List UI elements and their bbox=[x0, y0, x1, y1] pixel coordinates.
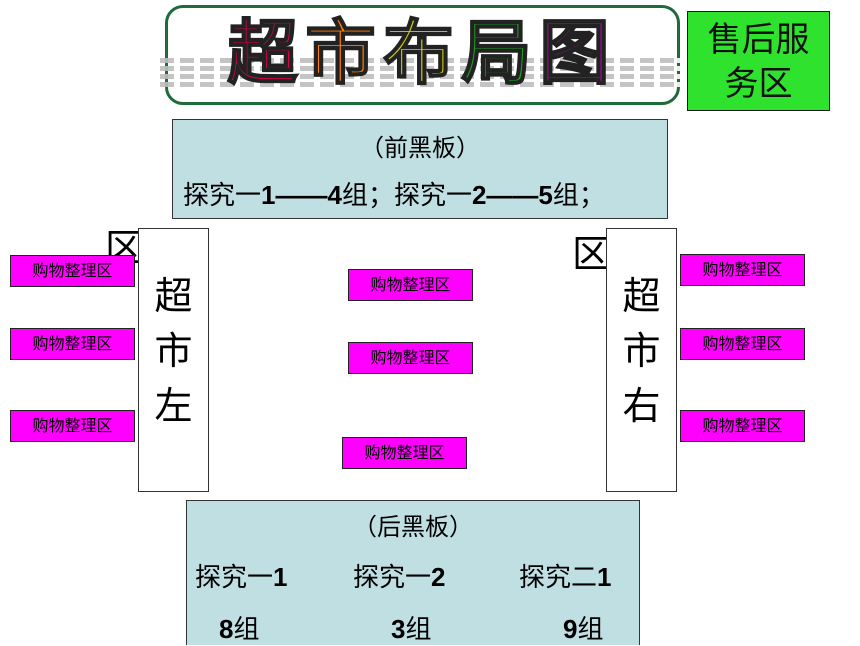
back-col3-num: 1 bbox=[597, 562, 612, 592]
left-shelf-char-1: 超 bbox=[154, 274, 193, 318]
left-shelf-char-2: 市 bbox=[154, 329, 193, 373]
front-text-1: 探究一 bbox=[183, 181, 262, 211]
back-col2-grp-num: 3 bbox=[391, 614, 406, 644]
after-sales-line1: 售后服 bbox=[707, 20, 810, 60]
shopping-area-left-3: 购物整理区 bbox=[10, 410, 135, 442]
back-col3-grp: 组 bbox=[577, 615, 604, 645]
title-char-2: 市 bbox=[305, 11, 384, 95]
title-char-4: 局 bbox=[461, 11, 540, 95]
front-num-2: 2——5 bbox=[471, 180, 553, 210]
shopping-area-right-2: 购物整理区 bbox=[680, 328, 805, 360]
front-board: （前黑板） 探究一1——4组；探究一2——5组； bbox=[172, 119, 668, 219]
back-col2-title: 探究一2 bbox=[353, 557, 445, 594]
back-col2-grp: 组 bbox=[405, 615, 432, 645]
after-sales-line2: 务区 bbox=[724, 64, 793, 104]
title-frame bbox=[165, 5, 680, 105]
back-col1-num: 1 bbox=[273, 562, 288, 592]
left-shelf: 超 市 左 bbox=[138, 228, 209, 492]
back-col3-grp-num: 9 bbox=[563, 614, 578, 644]
right-shelf-char-1: 超 bbox=[622, 274, 661, 318]
front-text-3: 组； bbox=[552, 181, 605, 211]
shopping-area-center-2: 购物整理区 bbox=[348, 342, 473, 374]
shopping-area-right-1: 购物整理区 bbox=[680, 254, 805, 286]
right-shelf: 超 市 右 bbox=[606, 228, 677, 492]
back-col1-title: 探究一1 bbox=[195, 557, 287, 594]
back-col2-group: 3组 bbox=[391, 609, 431, 646]
title-shadow-stripes bbox=[160, 55, 680, 95]
back-col2-num: 2 bbox=[431, 562, 446, 592]
back-board-label: （后黑板） bbox=[353, 513, 473, 541]
back-col1-group: 8组 bbox=[219, 609, 259, 646]
shopping-area-left-1: 购物整理区 bbox=[10, 255, 135, 287]
front-num-1: 1——4 bbox=[261, 180, 342, 210]
title-char-1: 超 bbox=[227, 11, 306, 95]
title-char-3: 布 bbox=[383, 11, 462, 95]
front-text-2: 组；探究一 bbox=[341, 181, 472, 211]
back-col1-grp-num: 8 bbox=[219, 614, 234, 644]
shopping-area-center-3: 购物整理区 bbox=[342, 437, 467, 469]
front-board-label: （前黑板） bbox=[360, 134, 480, 162]
back-col1-name: 探究一 bbox=[195, 563, 274, 593]
right-shelf-char-3: 右 bbox=[622, 384, 661, 428]
back-col1-grp: 组 bbox=[233, 615, 260, 645]
back-board: （后黑板） 探究一1 探究一2 探究二1 8组 3组 9组 bbox=[186, 500, 640, 645]
title-char-5: 图 bbox=[539, 11, 618, 95]
right-area-char: 区 bbox=[572, 232, 611, 276]
shopping-area-right-3: 购物整理区 bbox=[680, 410, 805, 442]
shopping-area-left-2: 购物整理区 bbox=[10, 328, 135, 360]
back-col2-name: 探究一 bbox=[353, 563, 432, 593]
back-col3-group: 9组 bbox=[563, 609, 603, 646]
page-title: 超市布局图 bbox=[165, 8, 680, 98]
back-col3-name: 探究二 bbox=[519, 563, 598, 593]
after-sales-area: 售后服 务区 bbox=[687, 11, 830, 111]
front-board-groups: 探究一1——4组；探究一2——5组； bbox=[183, 175, 605, 212]
left-shelf-char-3: 左 bbox=[154, 384, 193, 428]
shopping-area-center-1: 购物整理区 bbox=[348, 269, 473, 301]
right-shelf-char-2: 市 bbox=[622, 329, 661, 373]
back-col3-title: 探究二1 bbox=[519, 557, 611, 594]
